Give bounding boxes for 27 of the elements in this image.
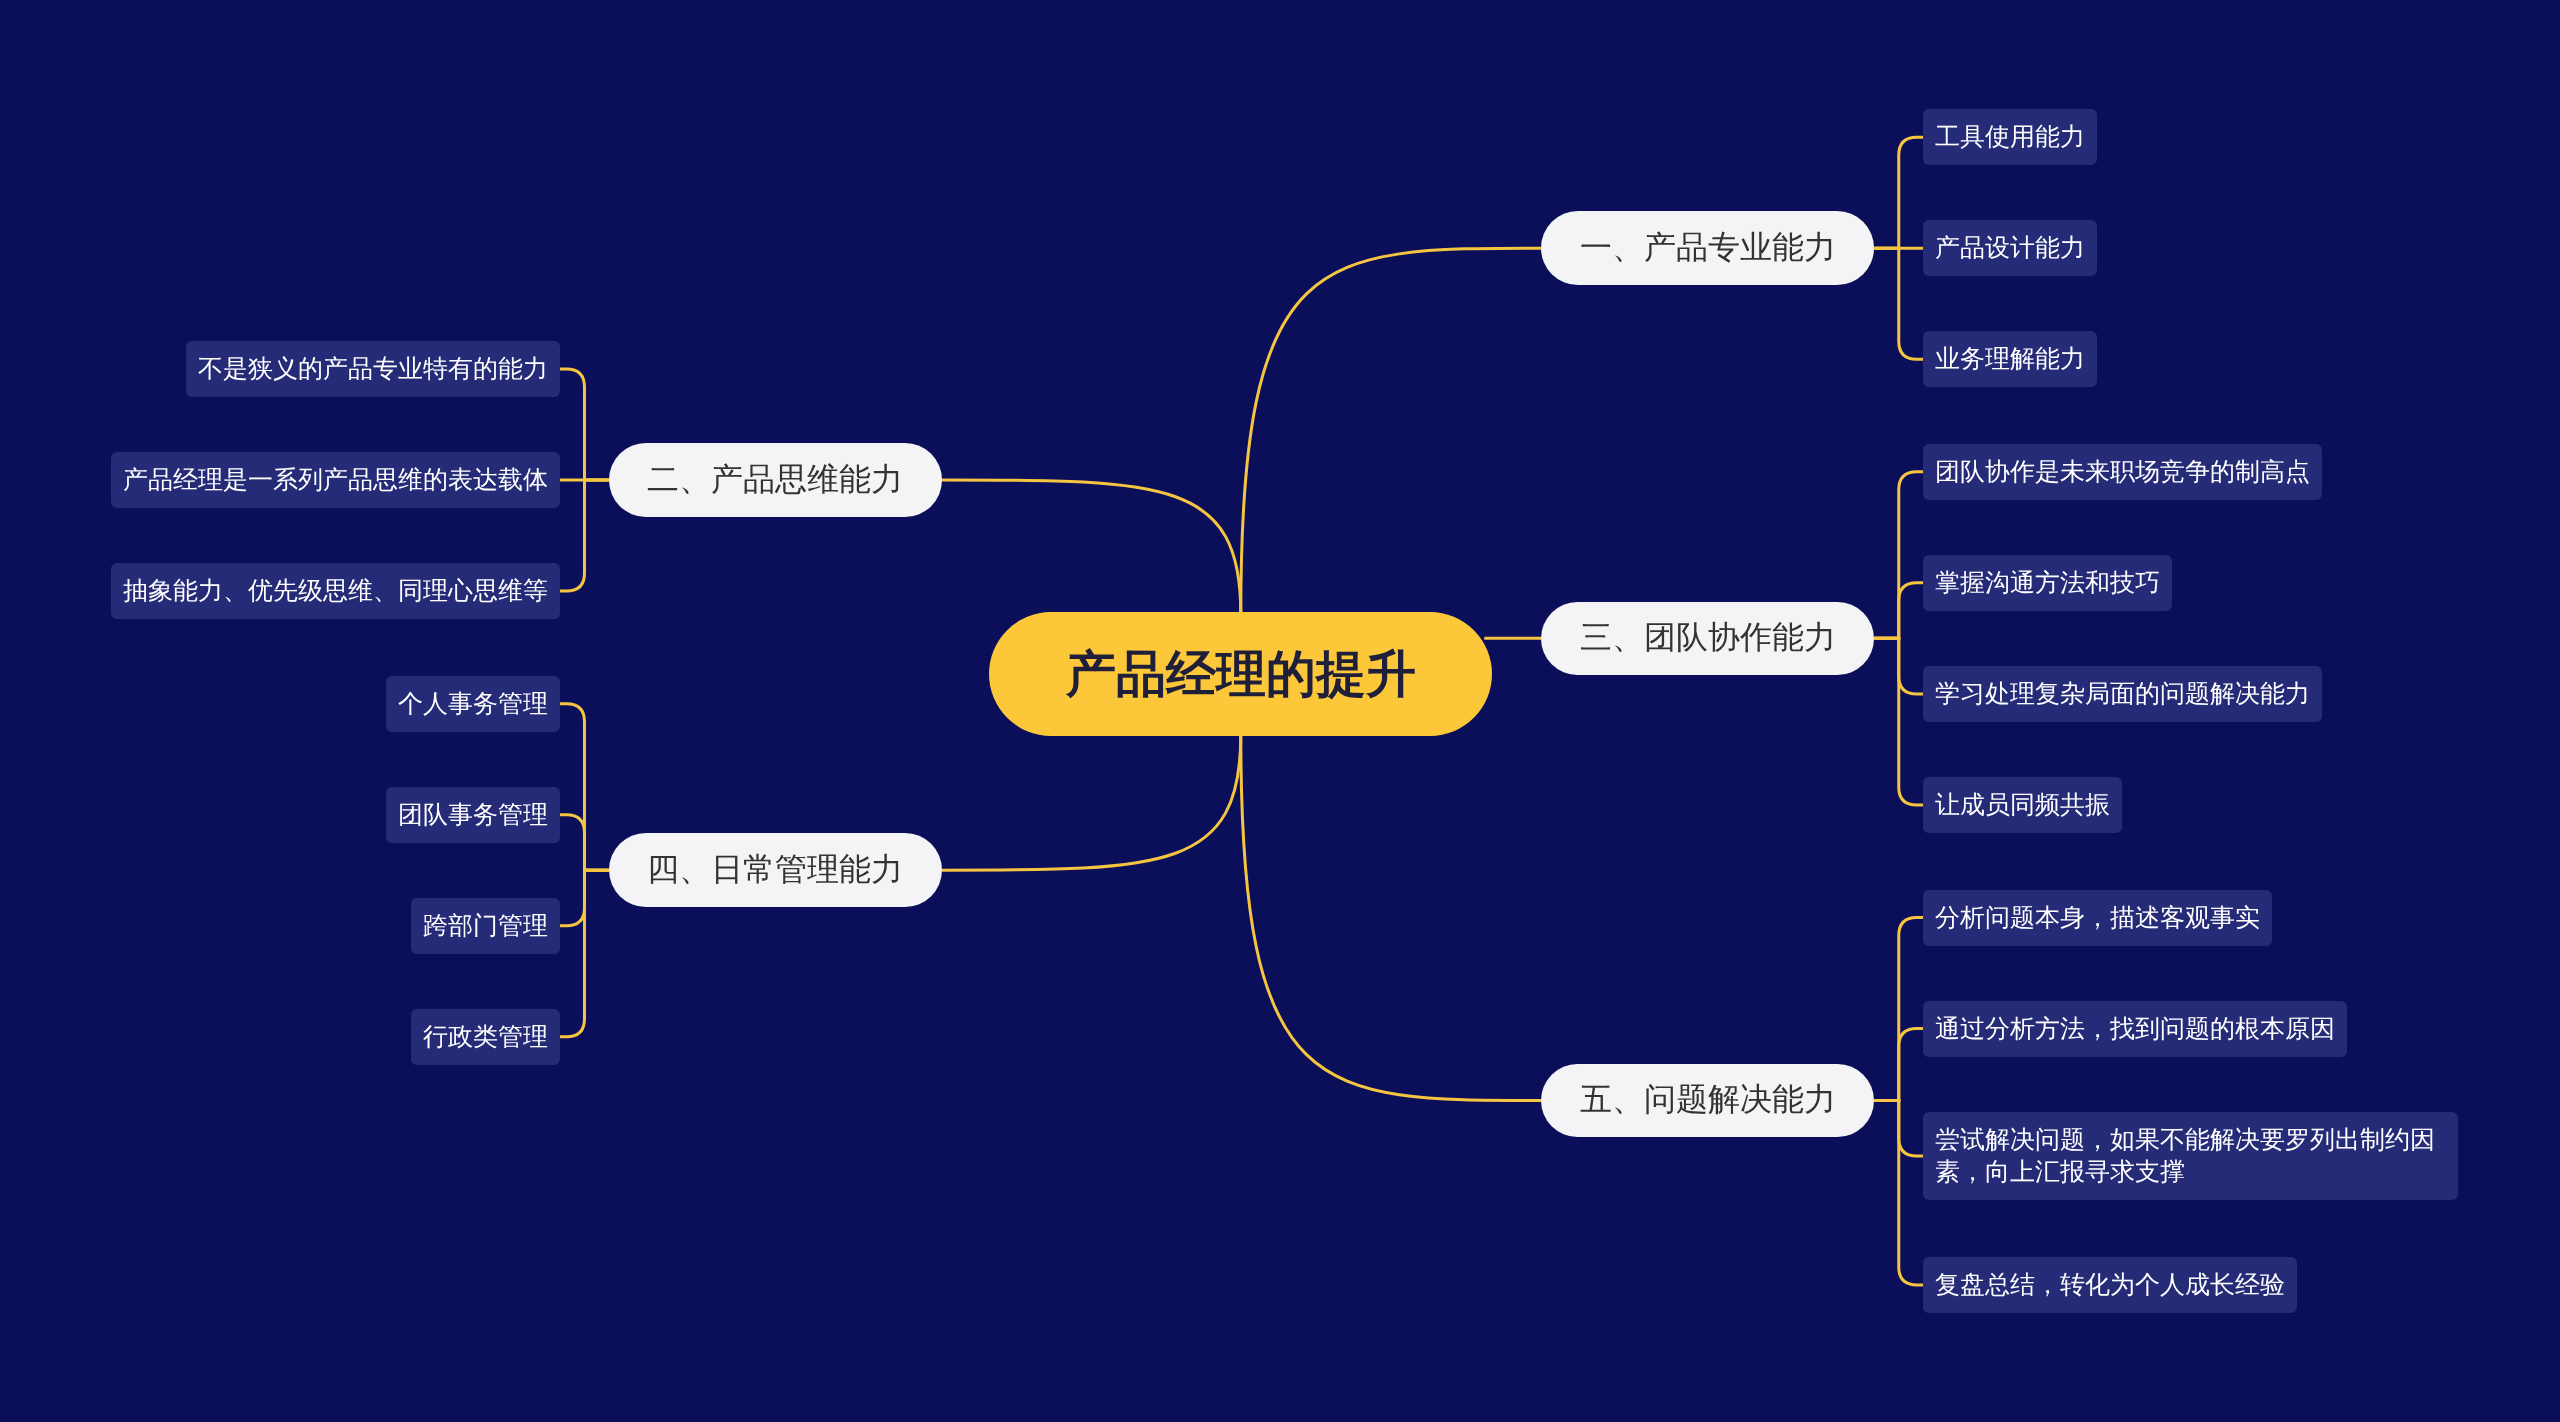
subtopic-box: 产品经理是一系列产品思维的表达载体 (111, 452, 560, 508)
connector-line (1239, 734, 1542, 1102)
connector-line (1484, 636, 1542, 640)
topic-pill: 五、问题解决能力 (1541, 1063, 1875, 1138)
subtopic-box: 团队事务管理 (386, 786, 560, 843)
subtopic-box: 跨部门管理 (411, 897, 560, 954)
subtopic-box: 分析问题本身，描述客观事实 (1923, 889, 2273, 946)
subtopic-box: 业务理解能力 (1923, 331, 2098, 388)
subtopic-box: 尝试解决问题，如果不能解决要罗列出制约因素，向上汇报寻求支撑 (1923, 1111, 2459, 1200)
subtopic-box: 通过分析方法，找到问题的根本原因 (1923, 1000, 2348, 1057)
subtopic-box: 产品设计能力 (1923, 220, 2098, 277)
subtopic-box: 工具使用能力 (1923, 109, 2098, 166)
subtopic-box: 行政类管理 (411, 1008, 560, 1065)
subtopic-box: 学习处理复杂局面的问题解决能力 (1923, 665, 2323, 722)
subtopic-box: 复盘总结，转化为个人成长经验 (1923, 1256, 2298, 1313)
subtopic-box: 抽象能力、优先级思维、同理心思维等 (111, 563, 560, 619)
topic-pill: 一、产品专业能力 (1541, 211, 1875, 285)
connector-line (942, 478, 1243, 615)
topic-pill: 三、团队协作能力 (1541, 601, 1875, 676)
topic-pill: 四、日常管理能力 (608, 833, 942, 907)
subtopic-box: 团队协作是未来职场竞争的制高点 (1923, 443, 2323, 500)
subtopic-box: 不是狭义的产品专业特有的能力 (186, 340, 560, 397)
subtopic-box: 让成员同频共振 (1923, 776, 2123, 833)
topic-pill: 二、产品思维能力 (608, 443, 942, 517)
subtopic-box: 掌握沟通方法和技巧 (1923, 554, 2173, 611)
subtopic-box: 个人事务管理 (386, 675, 560, 732)
central-topic: 产品经理的提升 (989, 612, 1493, 737)
